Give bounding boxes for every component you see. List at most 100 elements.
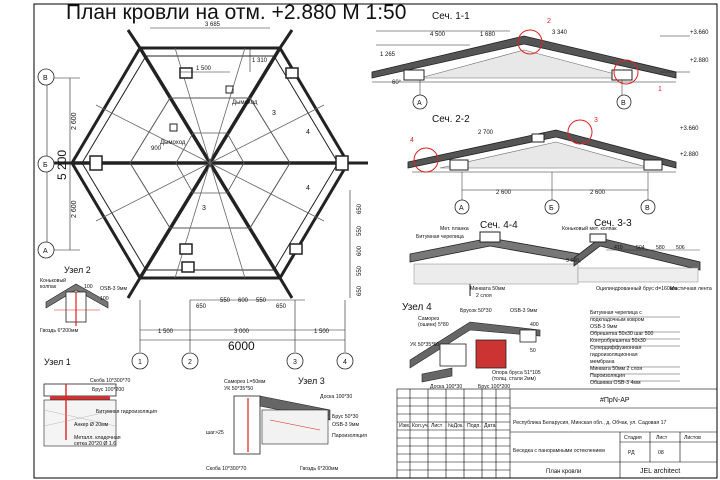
annotation-text: Сеч. 3-3 <box>594 218 632 229</box>
annotation-text: шаг>25 <box>206 430 224 436</box>
annotation-text: Лист <box>431 423 443 429</box>
annotation-text: 2 слоя <box>476 293 492 299</box>
annotation-text: 4 <box>343 359 347 366</box>
annotation-text: 2 600 <box>71 112 78 130</box>
annotation-text: Саморез <box>418 316 440 322</box>
annotation-text: (ошинк) 5*80 <box>418 322 449 328</box>
annotation-text: мембрана <box>590 359 615 365</box>
annotation-text: Мастичная лента <box>670 286 712 292</box>
annotation-text: 50 <box>530 348 536 354</box>
annotation-text: Б <box>549 205 554 212</box>
annotation-text: План кровли <box>546 469 581 475</box>
annotation-text: 3 000 <box>234 329 250 335</box>
annotation-text: Узел 4 <box>402 302 432 313</box>
annotation-text: 1 500 <box>196 66 212 72</box>
annotation-text: Брусок 50*30 <box>460 308 492 314</box>
annotation-text: Брус 50*30 <box>332 414 358 420</box>
annotation-text: Супердиффузионная <box>590 345 642 351</box>
annotation-text: Доска 100*30 <box>430 384 462 390</box>
annotation-text: Опора бруса 51*105 <box>492 370 541 376</box>
annotation-text: Республика Беларусия, Минская обл., д. О… <box>513 420 666 426</box>
node-2-detail <box>45 283 109 326</box>
annotation-text: Узел 2 <box>64 265 91 275</box>
annotation-text: Коньковый мет. колпак <box>562 225 617 232</box>
annotation-text: 4 <box>306 185 310 192</box>
annotation-text: 506 <box>676 245 685 251</box>
annotation-text: 4 <box>410 137 414 144</box>
chimney-1 <box>225 85 234 94</box>
annotation-text: 3 340 <box>552 30 568 36</box>
annotation-text: 2 <box>188 359 192 366</box>
annotation-text: В <box>621 100 626 107</box>
annotation-text: Битумная черепица <box>416 234 464 240</box>
annotation-text: +3.660 <box>690 30 709 36</box>
annotation-text: (толщ. стали 2мм) <box>492 376 536 382</box>
annotation-text: А <box>417 100 422 107</box>
annotation-text: УК 50*35*50 <box>410 342 439 348</box>
annotation-text: Контробрешетка 50х30 <box>590 338 646 344</box>
annotation-text: Доска 100*30 <box>320 394 352 400</box>
annotation-text: Анкер Ø 20мм <box>74 422 109 428</box>
annotation-text: Мет. планка <box>440 226 469 232</box>
annotation-text: 3 <box>594 117 598 124</box>
annotation-text: Сеч. 1-1 <box>432 11 470 22</box>
annotation-text: 2 600 <box>496 190 512 196</box>
annotation-text: 1 310 <box>252 58 268 64</box>
annotation-text: 1 <box>658 86 662 93</box>
annotation-text: 600 <box>357 245 363 256</box>
annotation-text: 3 685 <box>205 22 221 28</box>
annotation-text: +2.880 <box>690 58 709 64</box>
annotation-text: В <box>645 205 650 212</box>
annotation-text: В <box>43 75 48 82</box>
annotation-text: Узел 3 <box>298 376 325 386</box>
annotation-text: OSB-3 9мм <box>510 308 537 314</box>
annotation-text: Пароизоляция <box>332 433 367 439</box>
annotation-text: OSB-3 9мм <box>590 324 617 330</box>
annotation-text: 4 500 <box>430 32 446 38</box>
annotation-text: 5 200 <box>55 150 69 180</box>
annotation-text: Лист <box>656 435 668 441</box>
annotation-text: Б <box>43 162 48 169</box>
annotation-text: 3 <box>293 359 297 366</box>
section-2-2 <box>407 119 677 200</box>
node-1-detail <box>43 383 117 447</box>
annotation-text: Скоба 10*300*70 <box>206 466 246 472</box>
section-1-1 <box>371 29 690 96</box>
annotation-text: подкладочным ковром <box>590 317 645 323</box>
annotation-text: Брус 100*200 <box>478 384 510 390</box>
annotation-text: +3.660 <box>680 126 699 132</box>
annotation-text: 400 <box>530 322 539 328</box>
annotation-text: Пароизоляция <box>590 373 625 379</box>
annotation-text: #ПрN-АР <box>600 397 630 404</box>
annotation-text: Дата <box>484 423 496 429</box>
annotation-text: А <box>459 205 464 212</box>
annotation-text: 550 <box>256 298 267 304</box>
title-block <box>396 388 718 479</box>
main-title: План кровли на отм. +2.880 М 1:50 <box>66 1 406 24</box>
annotation-text: 1 500 <box>158 329 174 335</box>
annotation-text: 650 <box>357 285 363 296</box>
annotation-text: №Док. <box>448 423 464 429</box>
annotation-text: сетка 20*20 Ø 1.6 <box>74 441 116 447</box>
annotation-text: Обшивка OSB-3 4мм <box>590 380 641 386</box>
annotation-text: Подп. <box>467 423 481 429</box>
annotation-text: Беседка с панорамными остеклением <box>513 448 605 454</box>
annotation-text: 550 <box>357 225 363 236</box>
annotation-text: 550 <box>357 265 363 276</box>
section-3-3 <box>573 233 701 283</box>
node-3-detail <box>233 395 331 455</box>
annotation-text: Скоба 10*300*70 <box>90 378 130 384</box>
annotation-text: Саморез L=50мм <box>224 379 266 385</box>
annotation-text: 650 <box>196 304 207 310</box>
annotation-text: 2 600 <box>71 200 78 218</box>
annotation-text: 580 <box>656 245 665 251</box>
annotation-text: +2.880 <box>680 152 699 158</box>
annotation-text: Минвата 50мм <box>470 286 506 292</box>
annotation-text: Кол.уч. <box>412 423 429 429</box>
annotation-text: гидроизоляционная <box>590 352 638 358</box>
annotation-text: Битумная гидроизоляция <box>96 409 157 415</box>
annotation-text: Брус 100*200 <box>92 387 124 393</box>
annotation-text: OSB-3 9мм <box>332 422 359 428</box>
annotation-text: Сеч. 2-2 <box>432 114 470 125</box>
